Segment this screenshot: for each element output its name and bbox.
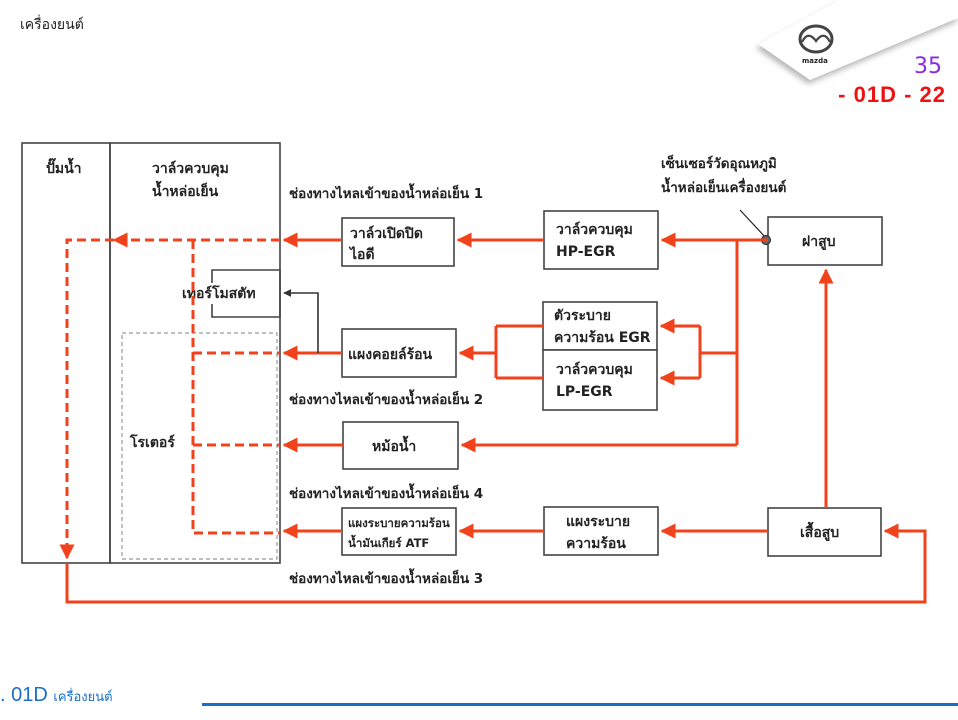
cylinder-block-label: เสื้อสูบ (800, 521, 839, 541)
sensor-pointer-line (739, 209, 767, 239)
idle-valve-box: วาล์วเปิดปิด ไอดี (341, 217, 455, 267)
lp-egr-label-2: LP-EGR (556, 384, 613, 400)
cylinder-head-label: ฝาสูบ (802, 234, 836, 250)
mazda-wordmark: mazda (802, 57, 828, 65)
thermostat-label: เทอร์โมสตัท (182, 284, 256, 302)
lp-egr-label-1: วาล์วควบคุม (556, 361, 633, 378)
inlet-4-label: ช่องทางไหลเข้าของน้ำหล่อเย็น 4 (289, 483, 483, 502)
radiator-box: หม้อน้ำ (342, 421, 459, 470)
footer-code: . 01D (0, 684, 48, 706)
header-title: เครื่องยนต์ (20, 17, 84, 33)
hp-egr-valve-box: วาล์วควบคุม HP-EGR (543, 210, 659, 270)
flow-pump-to-block (65, 523, 927, 604)
mazda-logo-icon (798, 24, 834, 54)
mazda-logo-banner: mazda (758, 0, 958, 80)
egr-cooler-label-2: ความร้อน EGR (554, 330, 651, 346)
footer-label: . 01D เครื่องยนต์ (0, 684, 113, 707)
atf-cooler-box: แผงระบายความร้อน น้ำมันเกียร์ ATF (341, 507, 457, 556)
egr-cooler-box: ตัวระบาย ความร้อน EGR (542, 301, 658, 351)
sensor-label-2: น้ำหล่อเย็นเครื่องยนต์ (661, 177, 787, 196)
heater-core-label: แผงคอยล์ร้อน (348, 346, 433, 363)
footer-title: เครื่องยนต์ (53, 689, 113, 704)
hp-egr-label-2: HP-EGR (556, 244, 616, 260)
thermostat-box (211, 269, 281, 318)
page-number: 35 (914, 54, 942, 79)
atf-cooler-label-1: แผงระบายความร้อน (348, 516, 450, 530)
coolant-control-valve-label-2: น้ำหล่อเย็น (152, 180, 219, 200)
heat-exchanger-box: แผงระบาย ความร้อน (543, 506, 659, 556)
idle-valve-label-2: ไอดี (348, 245, 375, 263)
section-code: - 01D - 22 (838, 82, 946, 107)
idle-valve-label-1: วาล์วเปิดปิด (350, 225, 423, 242)
rotor-label: โรเตอร์ (129, 433, 175, 451)
footer-divider (202, 703, 958, 706)
heat-exchanger-label-1: แผงระบาย (566, 514, 630, 530)
lp-egr-valve-box: วาล์วควบคุม LP-EGR (542, 349, 658, 411)
dashed-flow-into-pump (59, 238, 114, 560)
egr-cooler-label-1: ตัวระบาย (554, 308, 611, 324)
dashed-flow-rotor-channel (191, 240, 280, 535)
inlet-3-label: ช่องทางไหลเข้าของน้ำหล่อเย็น 3 (289, 568, 483, 587)
coolant-control-valve-label-1: วาล์วควบคุม (152, 160, 229, 177)
heater-core-box: แผงคอยล์ร้อน (341, 328, 457, 378)
inlet-2-label: ช่องทางไหลเข้าของน้ำหล่อเย็น 2 (289, 389, 483, 408)
water-pump-label: ปั๊มน้ำ (46, 157, 82, 177)
banner-shape (758, 0, 958, 80)
atf-cooler-label-2: น้ำมันเกียร์ ATF (348, 534, 429, 550)
cylinder-head-box: ฝาสูบ (767, 216, 883, 266)
inlet-1-label: ช่องทางไหลเข้าของน้ำหล่อเย็น 1 (289, 183, 483, 202)
sensor-label-1: เซ็นเซอร์วัดอุณหภูมิ (661, 154, 777, 172)
radiator-label: หม้อน้ำ (372, 435, 416, 455)
thermostat-feedback-arrow (283, 289, 319, 353)
cylinder-block-box: เสื้อสูบ (767, 507, 882, 557)
heat-exchanger-label-2: ความร้อน (566, 536, 626, 552)
hp-egr-label-1: วาล์วควบคุม (556, 221, 633, 238)
